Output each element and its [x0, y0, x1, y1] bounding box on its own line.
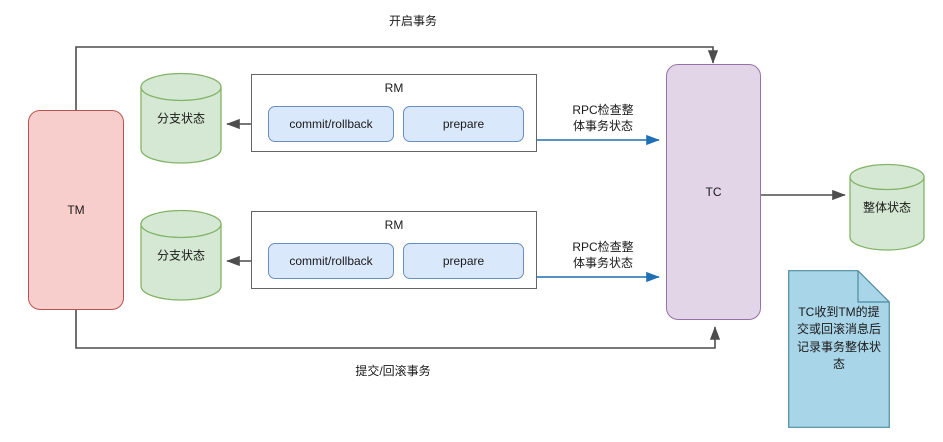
branch-state-db-bottom[interactable]: 分支状态	[140, 209, 222, 301]
rm-top-prepare-label: prepare	[442, 116, 485, 131]
edge-label-rpc-check-bottom: RPC检查整 体事务状态	[555, 240, 651, 272]
note-shape-icon	[788, 270, 890, 428]
note-node[interactable]: TC收到TM的提交或回滚消息后记录事务整体状态	[788, 270, 890, 428]
edge-label-commit-rollback-transaction: 提交/回滚事务	[338, 364, 448, 380]
rm-top-prepare-button[interactable]: prepare	[403, 106, 524, 142]
edge-label-rpc-check-top: RPC检查整 体事务状态	[555, 103, 651, 135]
cylinder-icon	[849, 163, 925, 251]
rm-bottom-prepare-label: prepare	[442, 253, 485, 268]
global-state-db[interactable]: 整体状态	[849, 163, 925, 251]
rm-bottom-prepare-button[interactable]: prepare	[403, 243, 524, 279]
edge-label-open-transaction: 开启事务	[378, 14, 448, 30]
rm-top-commit-rollback-label: commit/rollback	[289, 116, 373, 131]
tm-node[interactable]: TM	[28, 110, 124, 310]
tm-label: TM	[67, 202, 85, 217]
cylinder-icon	[140, 72, 222, 164]
branch-state-db-top[interactable]: 分支状态	[140, 72, 222, 164]
cylinder-icon	[140, 209, 222, 301]
rm-bottom-commit-rollback-label: commit/rollback	[289, 253, 373, 268]
note-text: TC收到TM的提交或回滚消息后记录事务整体状态	[796, 305, 881, 372]
edge-tm-to-tc-bottom	[75, 310, 721, 349]
branch-state-db-bottom-label: 分支状态	[156, 248, 205, 263]
rm-node-top[interactable]: RM commit/rollback prepare	[251, 74, 537, 152]
rm-bottom-commit-rollback-button[interactable]: commit/rollback	[268, 243, 394, 279]
global-state-db-label: 整体状态	[862, 200, 911, 215]
tc-node[interactable]: TC	[666, 64, 761, 320]
branch-state-db-top-label: 分支状态	[156, 111, 205, 126]
rm-node-top-title: RM	[384, 81, 404, 95]
tc-label: TC	[705, 184, 722, 199]
rm-node-bottom[interactable]: RM commit/rollback prepare	[251, 211, 537, 289]
rm-node-bottom-title: RM	[384, 218, 404, 232]
rm-top-commit-rollback-button[interactable]: commit/rollback	[268, 106, 394, 142]
